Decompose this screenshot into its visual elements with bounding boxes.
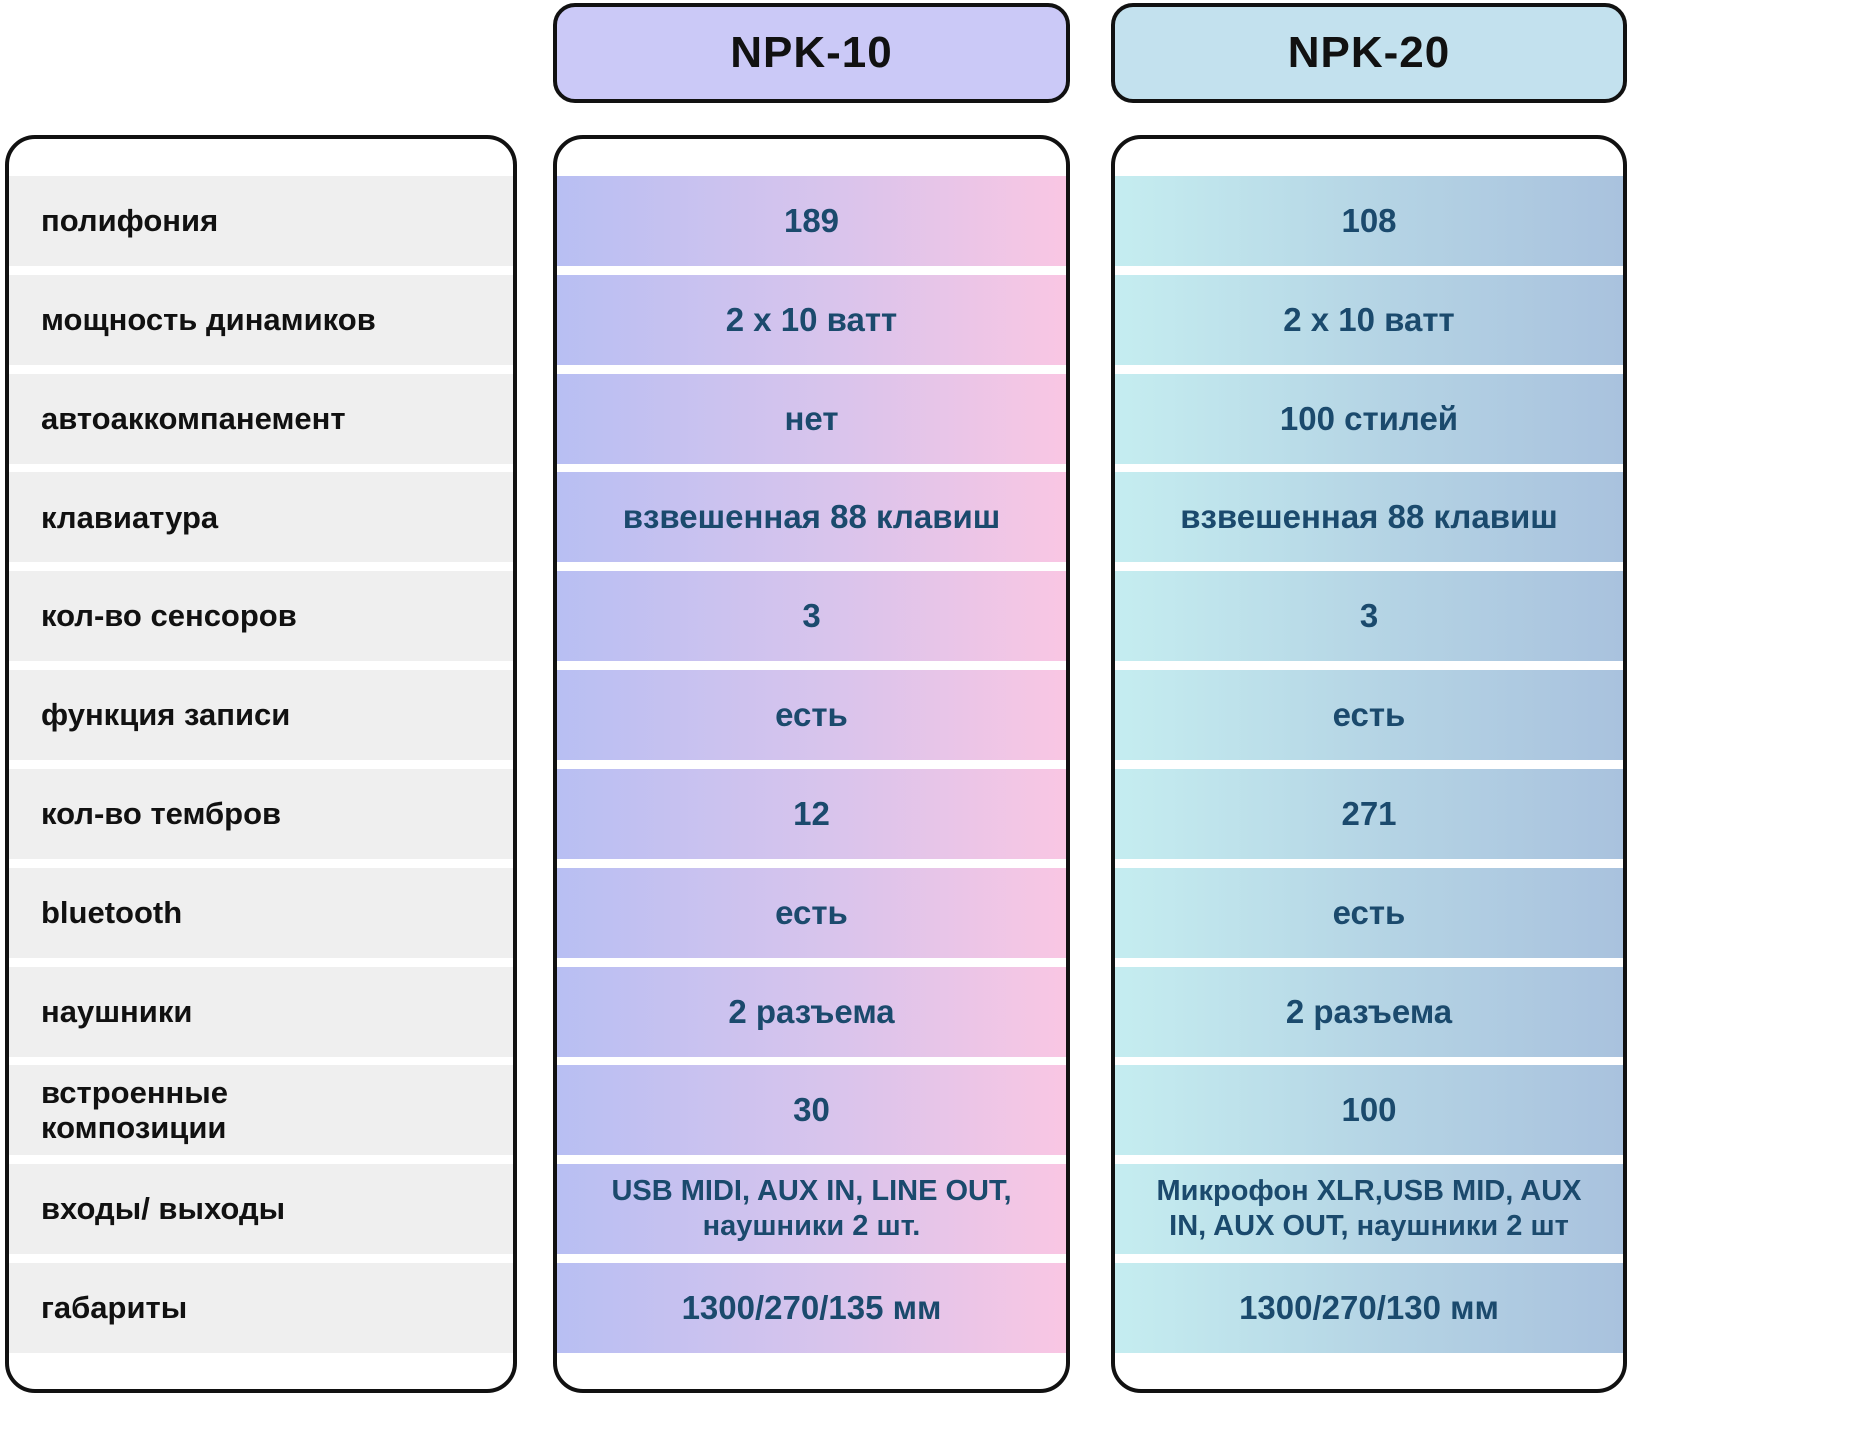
spec-label-dimensions: габариты (9, 1262, 513, 1353)
cell-npk10-headphones: 2 разъема (557, 966, 1066, 1057)
cell-npk10-bluetooth: есть (557, 867, 1066, 958)
product-header-npk10: NPK-10 (553, 3, 1070, 103)
values-panel-npk10: 189 2 x 10 ватт нет взвешенная 88 клавиш… (553, 135, 1070, 1393)
cell-npk20-bluetooth: есть (1115, 867, 1623, 958)
cell-npk20-recording-function: есть (1115, 670, 1623, 761)
product-header-npk20: NPK-20 (1111, 3, 1627, 103)
cell-npk10-polyphony: 189 (557, 176, 1066, 266)
spec-labels-panel: полифония мощность динамиков автоаккомпа… (5, 135, 517, 1393)
cell-npk20-polyphony: 108 (1115, 176, 1623, 266)
cell-npk10-built-in-songs: 30 (557, 1065, 1066, 1156)
spec-label-polyphony: полифония (9, 176, 513, 266)
spec-label-recording-function: функция записи (9, 670, 513, 761)
spec-label-built-in-songs: встроенные композиции (9, 1065, 513, 1156)
cell-npk20-auto-accompaniment: 100 стилей (1115, 373, 1623, 464)
cell-npk20-inputs-outputs: Микрофон XLR,USB MID, AUX IN, AUX OUT, н… (1115, 1164, 1623, 1255)
cell-npk10-inputs-outputs: USB MIDI, AUX IN, LINE OUT, наушники 2 ш… (557, 1164, 1066, 1255)
spec-label-auto-accompaniment: автоаккомпанемент (9, 373, 513, 464)
cell-npk10-recording-function: есть (557, 670, 1066, 761)
spec-label-keyboard: клавиатура (9, 472, 513, 563)
cell-npk20-built-in-songs: 100 (1115, 1065, 1623, 1156)
cell-npk20-dimensions: 1300/270/130 мм (1115, 1262, 1623, 1353)
cell-npk20-headphones: 2 разъема (1115, 966, 1623, 1057)
cell-npk10-timbre-count: 12 (557, 768, 1066, 859)
spec-label-sensor-count: кол-во сенсоров (9, 571, 513, 662)
spec-label-headphones: наушники (9, 966, 513, 1057)
values-panel-npk20: 108 2 x 10 ватт 100 стилей взвешенная 88… (1111, 135, 1627, 1393)
cell-npk10-speaker-power: 2 x 10 ватт (557, 274, 1066, 365)
spec-label-bluetooth: bluetooth (9, 867, 513, 958)
cell-npk10-keyboard: взвешенная 88 клавиш (557, 472, 1066, 563)
cell-npk20-speaker-power: 2 x 10 ватт (1115, 274, 1623, 365)
cell-npk10-auto-accompaniment: нет (557, 373, 1066, 464)
cell-npk20-keyboard: взвешенная 88 клавиш (1115, 472, 1623, 563)
cell-npk20-sensor-count: 3 (1115, 571, 1623, 662)
spec-label-speaker-power: мощность динамиков (9, 274, 513, 365)
cell-npk20-timbre-count: 271 (1115, 768, 1623, 859)
cell-npk10-sensor-count: 3 (557, 571, 1066, 662)
cell-npk10-dimensions: 1300/270/135 мм (557, 1262, 1066, 1353)
spec-label-inputs-outputs: входы/ выходы (9, 1164, 513, 1255)
spec-label-timbre-count: кол-во тембров (9, 768, 513, 859)
